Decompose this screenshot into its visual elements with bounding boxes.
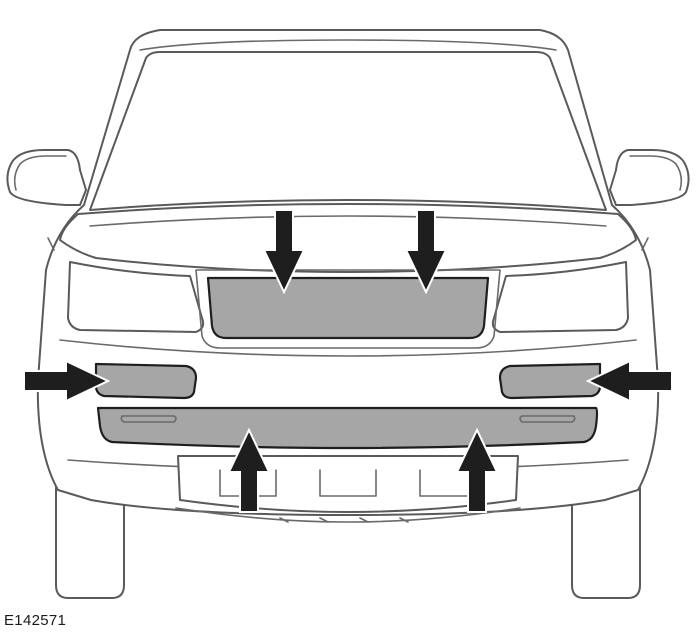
arrow-right-pointing [23, 359, 111, 403]
left-headlamp [67, 261, 205, 333]
arrow-up-left [227, 427, 271, 513]
lower-grille-right-slot [519, 415, 576, 423]
right-fog-lamp-zone [498, 362, 602, 400]
left-side-marker [47, 237, 55, 251]
grille-surround [195, 269, 501, 349]
bumper-upper-line [59, 339, 637, 357]
right-side-marker [641, 237, 649, 251]
lower-grille-left-slot [120, 415, 177, 423]
arrow-down-right [404, 209, 448, 295]
upper-grille-zone [206, 276, 490, 340]
roof-edge [139, 39, 557, 51]
right-headlamp [491, 261, 629, 333]
bonnet-crease [89, 215, 607, 227]
lower-grille-zone [96, 406, 599, 450]
figure-id-label: E142571 [4, 612, 67, 629]
left-fog-lamp-zone [94, 362, 198, 400]
arrow-up-right [455, 427, 499, 513]
arrow-left-pointing [585, 359, 673, 403]
tow-eye-marks [279, 517, 409, 523]
right-mirror [609, 149, 690, 206]
left-mirror [6, 149, 87, 206]
windscreen [89, 51, 607, 211]
arrow-down-left [262, 209, 306, 295]
bonnet [59, 203, 637, 273]
skid-plate-rib-2 [319, 469, 377, 497]
skid-plate-bottom [175, 507, 521, 523]
